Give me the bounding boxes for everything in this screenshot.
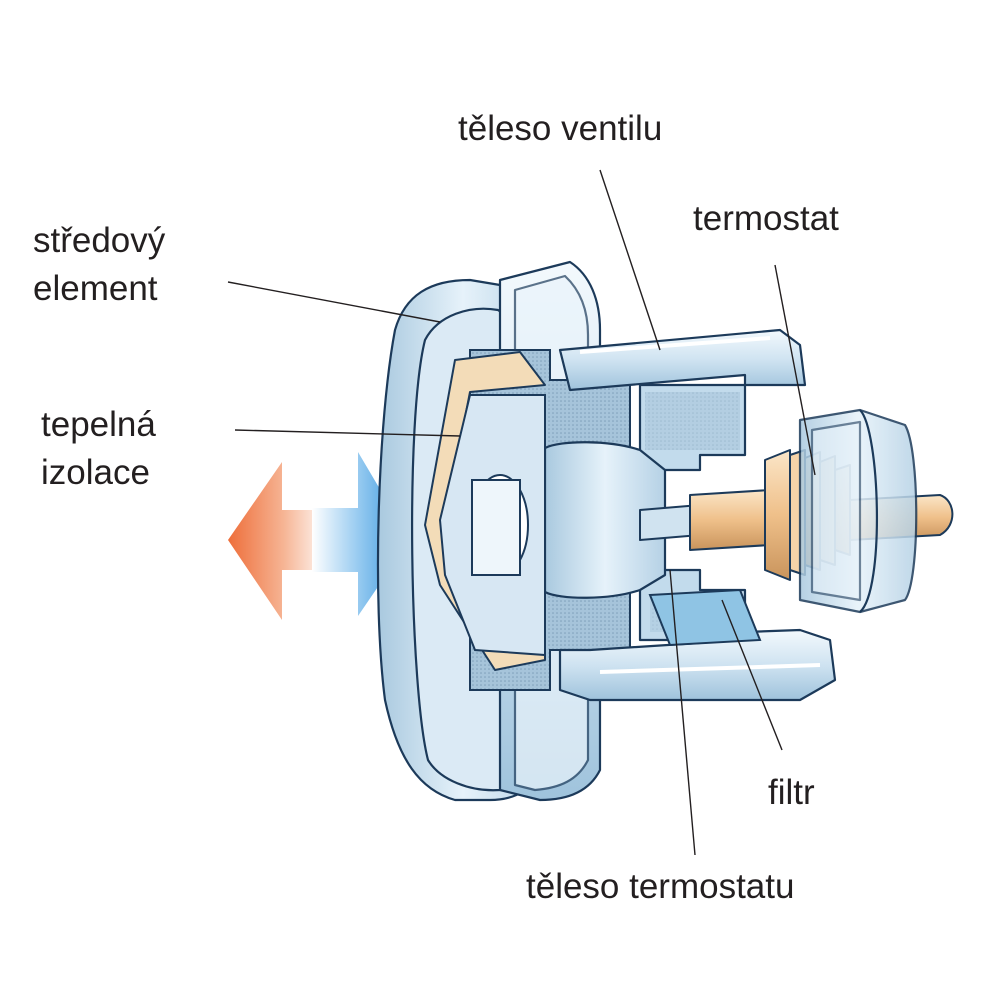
thermostat-end-cap bbox=[798, 408, 918, 614]
label-insulation-line2: izolace bbox=[41, 453, 150, 492]
leader-lines bbox=[227, 169, 816, 856]
leader-thermostat bbox=[774, 264, 816, 476]
label-thermostat: termostat bbox=[693, 199, 839, 238]
leader-insulation bbox=[234, 429, 461, 437]
center-element bbox=[438, 394, 546, 657]
label-center-element-line1: středový bbox=[33, 221, 166, 260]
hot-arrow-icon bbox=[228, 462, 330, 620]
leader-filter bbox=[721, 599, 783, 751]
label-thermostat-body: těleso termostatu bbox=[526, 867, 795, 906]
leader-thermostat-body bbox=[669, 569, 696, 856]
leader-valve-body bbox=[599, 169, 661, 351]
leader-center-element bbox=[227, 281, 441, 323]
filter bbox=[648, 588, 762, 647]
valve-body bbox=[558, 328, 837, 702]
label-center-element-line2: element bbox=[33, 269, 158, 308]
label-valve-body: těleso ventilu bbox=[458, 109, 663, 148]
label-insulation-line1: tepelná bbox=[41, 405, 156, 444]
label-filter: filtr bbox=[768, 773, 815, 812]
